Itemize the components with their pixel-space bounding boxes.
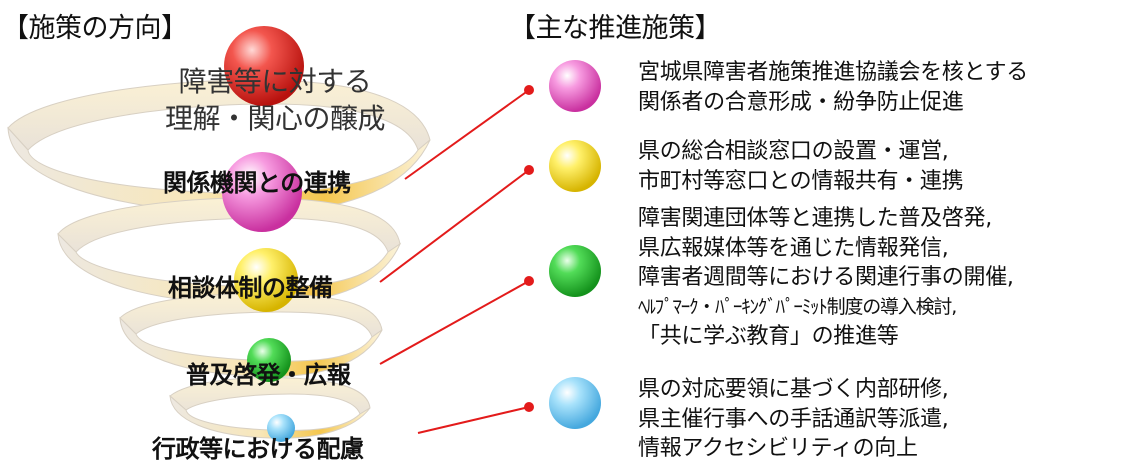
connector-dot-3	[524, 276, 534, 286]
measure-line: 県広報媒体等を通じた情報発信,	[638, 235, 949, 261]
spiral-band-3-front	[119, 316, 383, 378]
policy-ball-1	[222, 152, 302, 232]
spiral-band-1-front	[7, 126, 431, 215]
measure-block-1: 宮城県障害者施策推進協議会を核とする 関係者の合意形成・紛争防止促進	[638, 58, 1028, 117]
measure-ball-4	[549, 377, 601, 429]
measure-line: 県主催行事への手話通訳等派遣,	[638, 406, 949, 432]
measures-heading: 【主な推進施策】	[509, 13, 722, 44]
spiral-band-2-front	[57, 232, 402, 306]
connector-line-4	[417, 406, 530, 434]
connector-line-1	[404, 89, 530, 180]
connectors	[379, 85, 534, 434]
policy-ball-3	[247, 338, 291, 382]
measure-line: 「共に学ぶ教育」の推進等	[638, 324, 899, 349]
measure-ball-1	[549, 60, 601, 112]
direction-heading: 【施策の方向】	[2, 13, 188, 44]
measure-line: 障害関連団体等と連携した普及啓発,	[638, 206, 992, 231]
measure-line: 情報アクセシビリティの向上	[638, 436, 918, 461]
connector-dot-2	[524, 165, 534, 175]
connector-dot-4	[524, 402, 534, 412]
connector-line-3	[379, 280, 530, 365]
measure-ball-2	[549, 140, 601, 192]
measure-line: ﾍﾙﾌﾟﾏｰｸ・ﾊﾟｰｷﾝｸﾞﾊﾟｰﾐｯﾄ制度の導入検討,	[638, 295, 957, 318]
goal-line-2: 理解・関心の醸成	[164, 102, 386, 135]
goal-line-1: 障害等に対する	[178, 65, 372, 98]
connector-line-2	[379, 169, 530, 283]
measure-line: 障害者週間等における関連行事の開催,	[638, 265, 1014, 290]
measure-block-3: 障害関連団体等と連携した普及啓発, 県広報媒体等を通じた情報発信, 障害者週間等…	[638, 204, 1014, 352]
spiral-ribbon	[7, 79, 431, 439]
connector-dot-1	[524, 85, 534, 95]
measure-ball-3	[549, 245, 601, 297]
policy-label-3: 普及啓発・広報	[186, 361, 351, 389]
measure-block-2: 県の総合相談窓口の設置・運営, 市町村等窓口との情報共有・連携	[638, 137, 964, 196]
measure-line: 関係者の合意形成・紛争防止促進	[638, 89, 964, 115]
measure-line: 宮城県障害者施策推進協議会を核とする	[638, 60, 1028, 85]
policy-label-1: 関係機関との連携	[163, 169, 351, 197]
policy-label-4: 行政等における配慮	[152, 435, 364, 463]
spiral-band-4-front	[169, 394, 371, 439]
policy-ball-4	[267, 414, 295, 442]
measure-line: 県の対応要領に基づく内部研修,	[638, 377, 949, 402]
policy-ball-2	[234, 248, 298, 312]
measure-line: 市町村等窓口との情報共有・連携	[638, 168, 964, 194]
goal-ball	[224, 26, 304, 106]
policy-label-2: 相談体制の整備	[168, 274, 333, 302]
measure-block-4: 県の対応要領に基づく内部研修, 県主催行事への手話通訳等派遣, 情報アクセシビリ…	[638, 375, 949, 464]
measure-line: 県の総合相談窓口の設置・運営,	[638, 139, 949, 164]
